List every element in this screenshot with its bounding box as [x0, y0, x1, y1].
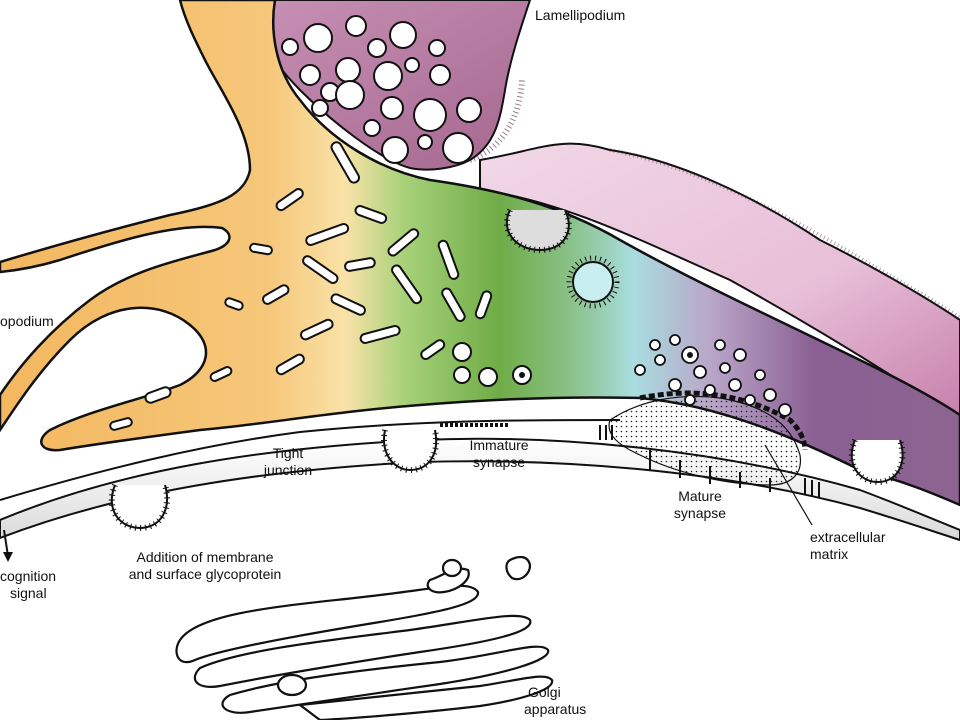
adhesion-junctions	[599, 425, 820, 498]
dense-core-vesicle-2	[687, 352, 693, 358]
label-tight-junction: Tight junction	[263, 445, 313, 478]
coated-vesicle	[566, 255, 620, 309]
coated-pit-right	[848, 438, 906, 486]
cell-lower-outline	[0, 419, 621, 501]
growth-cone-body	[0, 0, 960, 507]
recognition-signal-arrow	[3, 529, 9, 557]
extracellular-matrix-pointer	[764, 444, 813, 526]
label-lamellipodium: Lamellipodium	[535, 7, 626, 23]
coated-pit-upper	[503, 208, 572, 254]
synaptic-vesicles-mature	[634, 334, 792, 417]
lamellipodium-rear	[479, 142, 960, 422]
synaptic-vesicles-immature	[452, 342, 532, 387]
label-golgi-apparatus: Golgi apparatus	[524, 684, 587, 717]
label-filopodium: opodium	[0, 313, 54, 329]
dense-core-vesicle	[519, 372, 525, 378]
coated-pit-lower	[108, 483, 170, 532]
coated-pit-tight-junction	[381, 429, 440, 474]
label-mature-synapse: Mature synapse	[673, 488, 727, 521]
pink-edge-stipple	[609, 148, 960, 320]
golgi-apparatus-shape	[175, 555, 554, 720]
label-immature-synapse: Immature synapse	[469, 437, 529, 470]
label-addition-membrane: Addition of membrane and surface glycopr…	[128, 549, 282, 582]
mature-synapse-region	[608, 395, 801, 486]
vesicle-cluster-upper	[281, 15, 482, 164]
arrow-head	[3, 552, 13, 562]
post-synaptic-density	[639, 390, 808, 451]
label-recognition-signal: cognition signal	[0, 568, 57, 601]
label-extracellular-matrix: extracellular matrix	[810, 529, 886, 562]
smooth-er-tubules	[109, 141, 493, 431]
